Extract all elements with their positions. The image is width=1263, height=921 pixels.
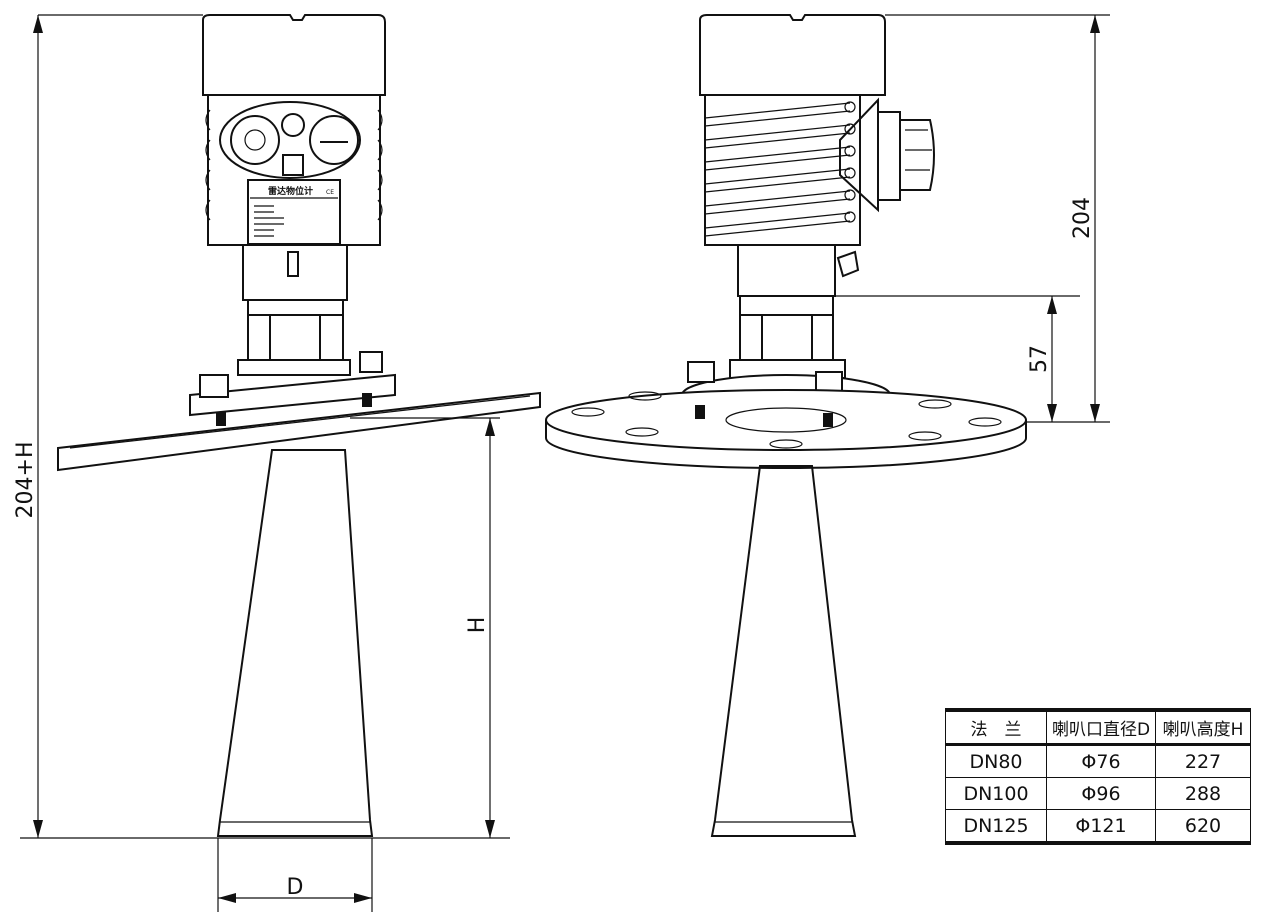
table-row: DN100 Φ96 288 (945, 777, 1251, 810)
dim-overall-label: 204+H (13, 442, 38, 519)
horn (710, 465, 857, 837)
dim-h-label: H (465, 617, 490, 634)
cell-flange: DN125 (945, 809, 1047, 844)
antenna-flange (57, 391, 541, 472)
header-flange: 法 兰 (945, 709, 1047, 746)
antenna-flange (545, 389, 1027, 451)
table-header-row: 法 兰 喇叭口直径D 喇叭高度H (945, 709, 1251, 746)
table-row: DN80 Φ76 227 (945, 744, 1251, 778)
dim-d-label: D (287, 875, 304, 900)
housing-ribs (704, 101, 856, 237)
flange-holes (571, 391, 1002, 449)
cell-diameter: Φ96 (1046, 777, 1156, 810)
horn (216, 449, 374, 837)
led-icon (281, 113, 305, 137)
header-horn-diameter: 喇叭口直径D (1046, 709, 1156, 746)
cell-diameter: Φ121 (1046, 809, 1156, 844)
process-connection (247, 299, 344, 361)
upper-flange (189, 373, 396, 417)
dim-57-label: 57 (1027, 345, 1052, 373)
cable-gland (877, 111, 935, 201)
table-row: DN125 Φ121 620 (945, 809, 1251, 844)
nameplate-title: 雷达物位计 (268, 185, 313, 197)
housing-cap (202, 14, 386, 96)
ground-terminal-icon (282, 154, 304, 176)
cell-height: 288 (1155, 777, 1251, 810)
process-connection (739, 295, 834, 361)
dimension-d (217, 838, 373, 912)
side-view: 204 57 (545, 14, 1110, 837)
display-window (219, 101, 361, 179)
housing-cap (699, 14, 886, 96)
neck (242, 244, 348, 301)
dimension-overall (20, 14, 510, 839)
neck (737, 244, 836, 297)
bolt-head (199, 374, 229, 398)
cell-diameter: Φ76 (1046, 744, 1156, 778)
vent-plug (287, 251, 299, 277)
header-horn-height: 喇叭高度H (1155, 709, 1251, 746)
housing-body (704, 94, 861, 246)
gland-boss (839, 97, 879, 213)
dim-204-label: 204 (1070, 197, 1095, 239)
housing-ribs (205, 109, 383, 221)
cell-height: 620 (1155, 809, 1251, 844)
ground-lug (836, 250, 860, 278)
cell-height: 227 (1155, 744, 1251, 778)
knob-icon (230, 115, 280, 165)
spec-table: 法 兰 喇叭口直径D 喇叭高度H DN80 Φ76 227 DN100 Φ96 … (945, 708, 1251, 845)
dimension-57 (835, 295, 1080, 422)
cell-flange: DN80 (945, 744, 1047, 778)
dimension-h (350, 417, 500, 838)
nameplate-mark: CE (326, 189, 334, 196)
housing-body (207, 94, 381, 246)
cell-flange: DN100 (945, 777, 1047, 810)
cap-plug-icon (309, 115, 359, 165)
front-view: 雷达物位计 CE 204+H H (13, 14, 541, 912)
dimension-204 (885, 14, 1110, 423)
